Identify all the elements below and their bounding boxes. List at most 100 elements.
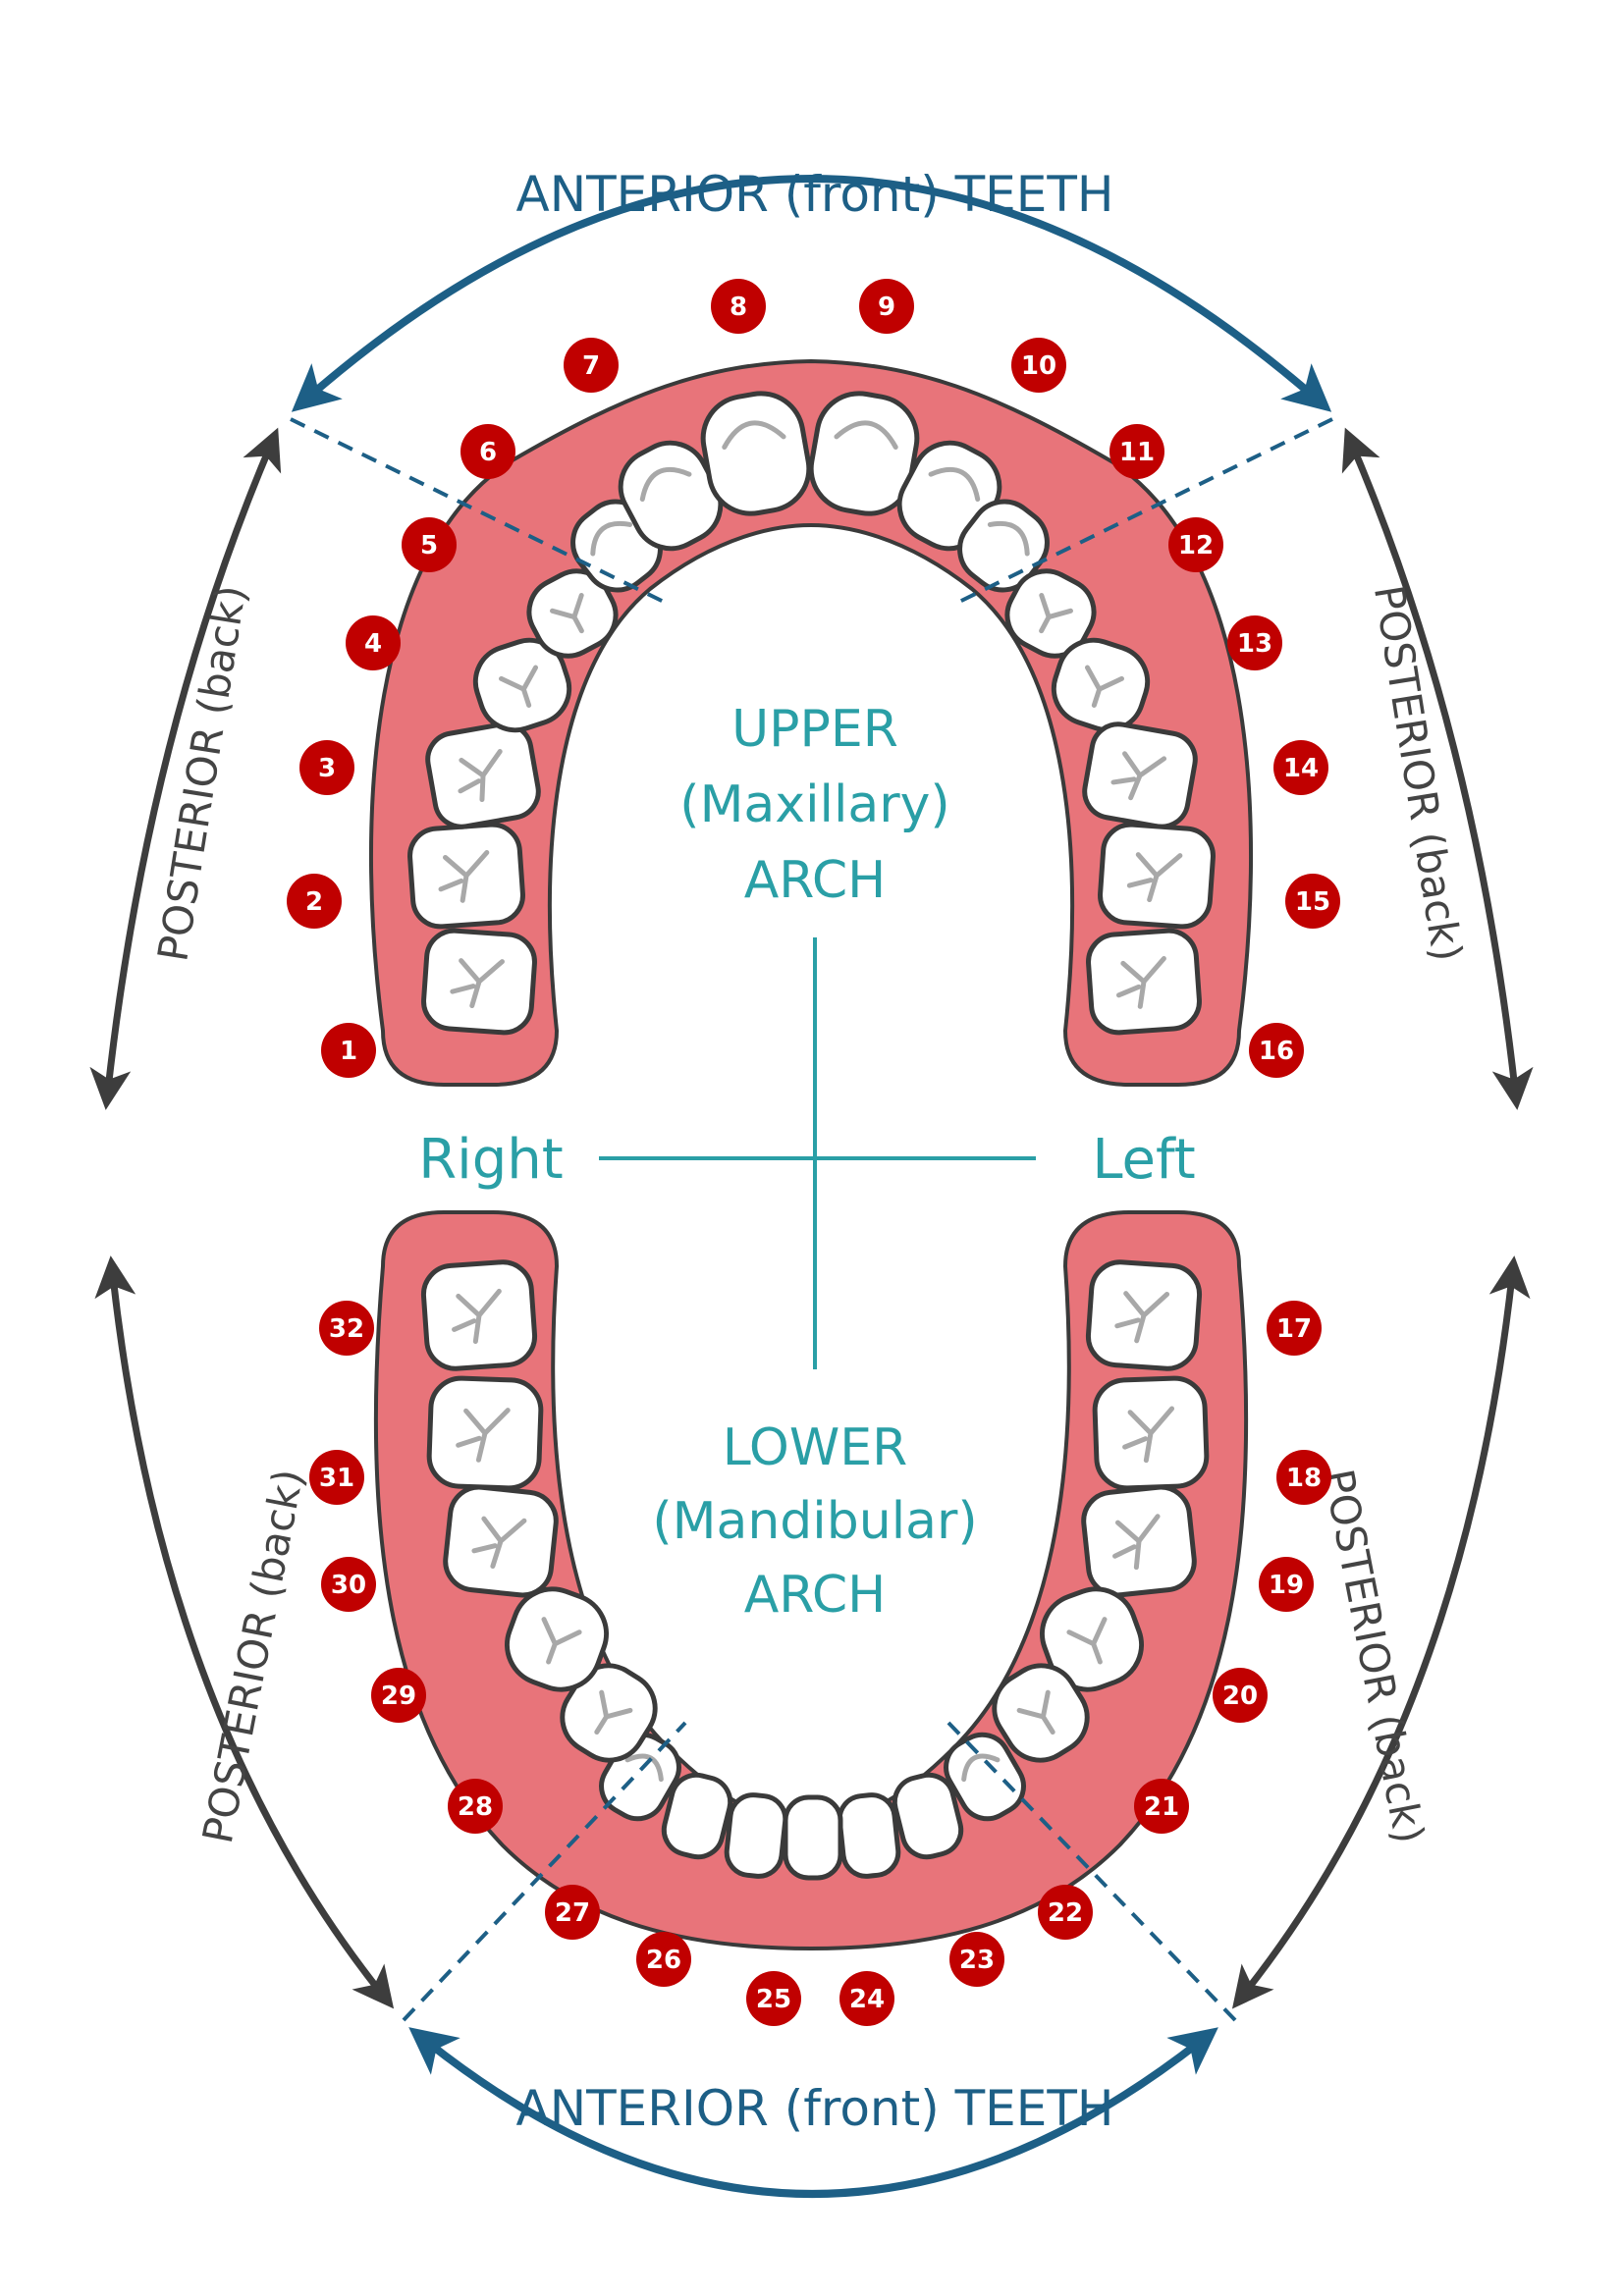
anterior-label-bottom: ANTERIOR (front) TEETH xyxy=(516,2080,1114,2137)
tooth-number-badge-6: 6 xyxy=(460,424,515,479)
lower-tooth-6 xyxy=(944,1732,1026,1822)
tooth-number-badge-31-label: 31 xyxy=(319,1464,354,1493)
lower-tooth-1 xyxy=(1085,1259,1203,1371)
lower-tooth-2 xyxy=(1092,1375,1210,1491)
tooth-number-badge-14: 14 xyxy=(1273,740,1328,795)
tooth-number-badge-8: 8 xyxy=(711,279,766,334)
tooth-number-badge-9-label: 9 xyxy=(878,293,895,322)
tooth-number-badge-21: 21 xyxy=(1134,1779,1189,1834)
posterior-arrow-lower-left xyxy=(1231,1255,1531,2009)
tooth-number-badge-20-label: 20 xyxy=(1222,1682,1258,1711)
upper-arch-line-2: (Maxillary) xyxy=(679,775,949,834)
upper-tooth-15 xyxy=(1098,822,1216,930)
tooth-number-badge-32: 32 xyxy=(319,1301,374,1356)
tooth-number-badge-3: 3 xyxy=(299,740,354,795)
right-label: Right xyxy=(418,1128,563,1192)
lower-tooth-17 xyxy=(420,1259,538,1371)
lower-tooth-9 xyxy=(783,1794,843,1881)
tooth-number-badge-32-label: 32 xyxy=(329,1314,364,1344)
lower-tooth-3 xyxy=(1081,1484,1197,1598)
upper-tooth-16 xyxy=(1086,928,1202,1036)
tooth-number-badge-11-label: 11 xyxy=(1119,438,1155,467)
posterior-arrow-lower-right xyxy=(94,1255,395,2009)
lower-gum xyxy=(373,1210,1249,1951)
upper-tooth-1 xyxy=(421,928,537,1036)
tooth-number-badge-16: 16 xyxy=(1249,1023,1304,1078)
lower-tooth-14 xyxy=(504,1586,610,1692)
tooth-number-badge-2: 2 xyxy=(287,874,342,929)
tooth-number-badge-4-label: 4 xyxy=(364,629,382,659)
lower-tooth-10 xyxy=(724,1792,788,1879)
tooth-number-badge-1-label: 1 xyxy=(340,1037,357,1066)
tooth-number-badge-25-label: 25 xyxy=(756,1985,791,2014)
tooth-number-badge-21-label: 21 xyxy=(1144,1792,1179,1822)
tooth-number-badge-28-label: 28 xyxy=(458,1792,493,1822)
lower-tooth-4 xyxy=(1039,1586,1145,1692)
tooth-number-badge-5: 5 xyxy=(402,517,457,572)
tooth-number-badge-23-label: 23 xyxy=(959,1946,995,1975)
divider-lower-right xyxy=(402,1721,687,2022)
tooth-number-badge-5-label: 5 xyxy=(420,531,438,561)
left-label: Left xyxy=(1092,1128,1195,1192)
upper-tooth-8 xyxy=(700,391,812,516)
tooth-number-badge-14-label: 14 xyxy=(1283,754,1319,783)
tooth-number-badge-26: 26 xyxy=(636,1932,691,1987)
tooth-number-badge-10: 10 xyxy=(1011,338,1066,393)
upper-tooth-2 xyxy=(407,822,525,930)
upper-teeth xyxy=(407,391,1216,1036)
tooth-number-badge-26-label: 26 xyxy=(646,1946,681,1975)
tooth-number-badge-27: 27 xyxy=(545,1885,600,1940)
lower-tooth-11 xyxy=(661,1772,733,1860)
upper-arch-line-3: ARCH xyxy=(744,851,887,910)
lower-tooth-15 xyxy=(443,1484,559,1598)
tooth-number-badge-24: 24 xyxy=(839,1971,894,2026)
tooth-number-badge-24-label: 24 xyxy=(849,1985,885,2014)
tooth-number-badge-25: 25 xyxy=(746,1971,801,2026)
lower-teeth xyxy=(420,1259,1210,1881)
lower-arch-line-2: (Mandibular) xyxy=(652,1492,977,1551)
anterior-arrow-bottom xyxy=(408,2027,1218,2198)
tooth-number-badge-17: 17 xyxy=(1267,1301,1322,1356)
tooth-number-badge-9: 9 xyxy=(859,279,914,334)
lower-tooth-7 xyxy=(892,1772,964,1860)
upper-tooth-12 xyxy=(1004,568,1097,659)
tooth-number-badge-2-label: 2 xyxy=(305,887,323,917)
lower-arch-line-3: ARCH xyxy=(744,1566,887,1625)
tooth-number-badge-17-label: 17 xyxy=(1276,1314,1312,1344)
tooth-number-badge-10-label: 10 xyxy=(1021,351,1056,381)
tooth-number-badge-22-label: 22 xyxy=(1048,1898,1083,1928)
lower-tooth-5 xyxy=(992,1663,1090,1763)
upper-arch-line-1: UPPER xyxy=(731,700,898,759)
tooth-number-badge-12: 12 xyxy=(1168,517,1223,572)
anterior-arrow-top xyxy=(291,175,1332,412)
tooth-number-badge-30: 30 xyxy=(321,1557,376,1612)
tooth-number-badge-19: 19 xyxy=(1259,1557,1314,1612)
divider-upper-right xyxy=(290,417,669,606)
tooth-number-badge-29-label: 29 xyxy=(381,1682,416,1711)
divider-upper-left xyxy=(954,417,1333,606)
tooth-number-badge-12-label: 12 xyxy=(1178,531,1214,561)
tooth-number-badge-27-label: 27 xyxy=(555,1898,590,1928)
upper-tooth-3 xyxy=(425,721,541,829)
upper-tooth-4 xyxy=(472,637,572,733)
tooth-number-badge-6-label: 6 xyxy=(479,438,497,467)
tooth-number-badge-18-label: 18 xyxy=(1286,1464,1322,1493)
tooth-number-badge-13-label: 13 xyxy=(1237,629,1272,659)
anterior-label-top: ANTERIOR (front) TEETH xyxy=(516,166,1114,223)
upper-tooth-5 xyxy=(526,568,619,659)
tooth-number-badge-15: 15 xyxy=(1285,874,1340,929)
tooth-number-badge-19-label: 19 xyxy=(1269,1571,1304,1600)
tooth-number-badge-28: 28 xyxy=(448,1779,503,1834)
tooth-number-badge-3-label: 3 xyxy=(318,754,336,783)
lower-tooth-16 xyxy=(426,1375,544,1491)
tooth-number-badge-18: 18 xyxy=(1276,1450,1331,1505)
tooth-number-badge-1: 1 xyxy=(321,1023,376,1078)
tooth-number-badge-7-label: 7 xyxy=(582,351,600,381)
tooth-number-badge-11: 11 xyxy=(1109,424,1164,479)
upper-tooth-14 xyxy=(1082,721,1198,829)
tooth-number-badge-13: 13 xyxy=(1227,615,1282,670)
tooth-number-badge-7: 7 xyxy=(564,338,619,393)
lower-tooth-13 xyxy=(560,1663,658,1763)
